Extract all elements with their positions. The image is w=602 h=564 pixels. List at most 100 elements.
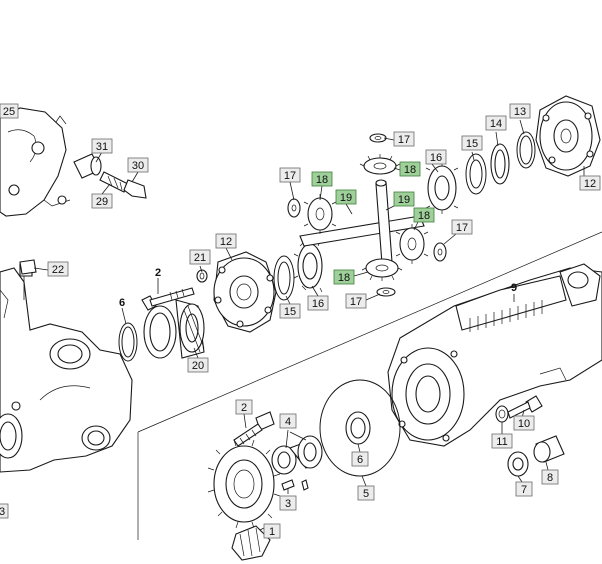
callout-12-left: 12 [215, 233, 237, 249]
bolt-2-upper [141, 269, 208, 311]
callout-22: 22 [47, 261, 69, 277]
svg-text:8: 8 [547, 472, 553, 484]
callout-18-c: 18 [399, 161, 421, 177]
svg-text:18: 18 [338, 272, 350, 284]
svg-text:18: 18 [418, 210, 430, 222]
callout-2-lower: 2 [235, 399, 253, 415]
svg-text:18: 18 [316, 174, 328, 186]
callout-17-bottom: 17 [345, 293, 367, 309]
pins-3 [281, 479, 309, 491]
inset-frame [137, 231, 602, 540]
callout-15-left: 15 [279, 303, 301, 319]
svg-text:16: 16 [312, 298, 324, 310]
left-axle-housing [0, 263, 133, 473]
drain-plug-22 [19, 259, 37, 275]
svg-text:3: 3 [285, 498, 291, 510]
seal-6-lower [345, 411, 371, 445]
callout-16-right: 16 [425, 149, 447, 165]
svg-text:12: 12 [584, 178, 596, 190]
svg-text:22: 22 [52, 264, 64, 276]
svg-text:20: 20 [192, 360, 204, 372]
callout-5: 5 [357, 485, 375, 501]
svg-text:25: 25 [3, 106, 15, 118]
svg-text:13: 13 [514, 106, 526, 118]
callout-20: 20 [187, 357, 209, 373]
svg-text:2: 2 [241, 402, 247, 414]
svg-text:17: 17 [284, 170, 296, 182]
svg-text:9: 9 [511, 282, 517, 294]
callout-13: 13 [509, 103, 531, 119]
rear-housing-fragment [0, 107, 71, 217]
callout-21: 21 [189, 249, 211, 265]
callout-25: 25 [0, 103, 19, 119]
svg-text:17: 17 [398, 134, 410, 146]
svg-text:12: 12 [220, 236, 232, 248]
callout-19-b: 19 [393, 191, 415, 207]
callout-1: 1 [263, 523, 281, 539]
pinion-bearings-4 [271, 435, 323, 475]
callout-11: 11 [491, 433, 513, 449]
svg-text:3: 3 [0, 506, 5, 518]
callout-31: 31 [91, 138, 113, 154]
svg-text:31: 31 [96, 141, 108, 153]
diff-case-12-right [535, 95, 601, 177]
callout-18-d: 18 [333, 269, 355, 285]
svg-text:15: 15 [284, 306, 296, 318]
svg-text:30: 30 [132, 160, 144, 172]
main-axle-housing-9 [387, 263, 602, 447]
callout-6-lower: 6 [351, 451, 369, 467]
callout-18-a: 18 [311, 171, 333, 187]
callout-labels: 25 31 30 29 22 2 21 [0, 103, 601, 539]
svg-text:4: 4 [285, 416, 291, 428]
callout-2-upper: 2 [155, 267, 161, 279]
svg-text:11: 11 [496, 436, 507, 448]
leader-lines [33, 119, 585, 531]
side-gear-right [425, 162, 459, 214]
svg-text:5: 5 [363, 488, 369, 500]
svg-text:10: 10 [518, 418, 530, 430]
bearing-20 [143, 299, 205, 359]
svg-text:15: 15 [466, 138, 478, 150]
callout-3: 3 [279, 495, 297, 511]
svg-text:17: 17 [350, 296, 362, 308]
differential-spider [287, 133, 447, 297]
callout-30: 30 [127, 157, 149, 173]
svg-text:6: 6 [119, 297, 125, 309]
callout-7: 7 [515, 481, 533, 497]
diff-case-12 [213, 251, 277, 333]
callout-14: 14 [485, 115, 507, 131]
callout-4: 4 [279, 413, 297, 429]
callout-17-right: 17 [451, 219, 473, 235]
callout-8: 8 [541, 469, 559, 485]
bolt-2-lower [233, 411, 275, 447]
svg-text:19: 19 [340, 192, 352, 204]
svg-text:1: 1 [269, 526, 275, 538]
side-gear-left [273, 241, 323, 301]
callout-19-a: 19 [335, 189, 357, 205]
callout-15-right: 15 [461, 135, 483, 151]
svg-text:14: 14 [490, 118, 502, 130]
callout-18-b: 18 [413, 207, 435, 223]
callout-17-left: 17 [279, 167, 301, 183]
svg-text:29: 29 [96, 196, 108, 208]
housing-bolt-10 [495, 395, 543, 423]
callout-10: 10 [513, 415, 535, 431]
svg-text:17: 17 [456, 222, 468, 234]
svg-text:6: 6 [357, 454, 363, 466]
right-washers [465, 131, 536, 195]
sleeve-and-bolt [73, 153, 147, 199]
callout-16-left: 16 [307, 295, 329, 311]
callout-17-top: 17 [393, 131, 415, 147]
callout-3-left-edge: 3 [0, 503, 9, 519]
ring-gear-and-pinion-1 [207, 439, 281, 561]
callout-9: 9 [511, 282, 517, 294]
svg-text:16: 16 [430, 152, 442, 164]
svg-text:19: 19 [398, 194, 410, 206]
svg-text:18: 18 [404, 164, 416, 176]
callout-12-right: 12 [579, 175, 601, 191]
svg-text:2: 2 [155, 267, 161, 279]
bushings-7-8 [507, 435, 565, 477]
callout-6-upper: 6 [119, 297, 125, 309]
svg-text:21: 21 [194, 252, 206, 264]
